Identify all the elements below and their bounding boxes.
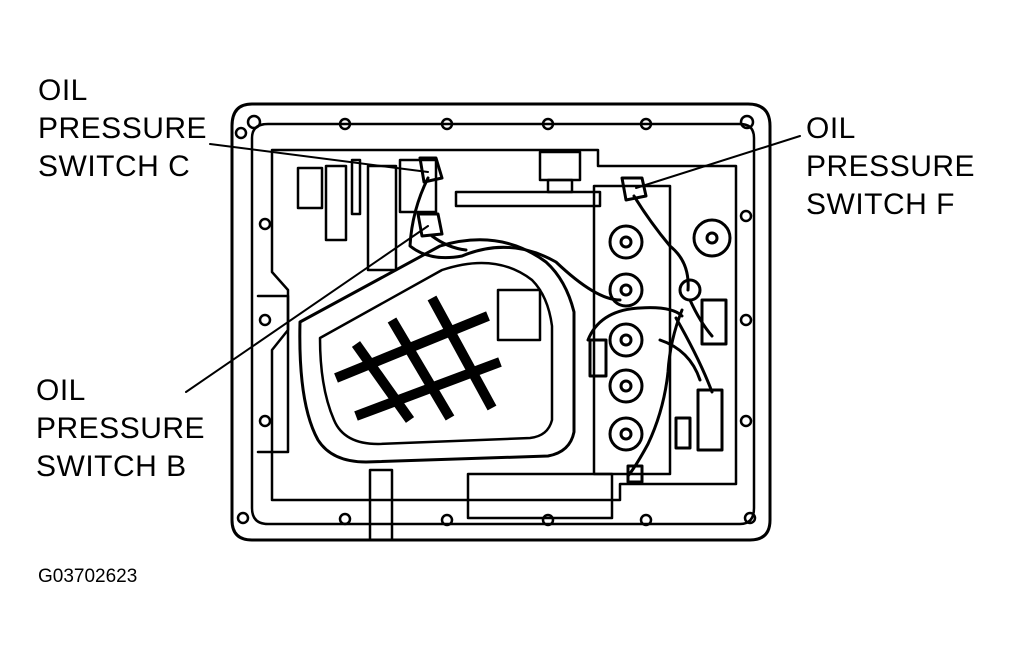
label-oil-pressure-switch-c: OIL PRESSURE SWITCH C (38, 72, 207, 186)
left-channel (256, 294, 290, 454)
oil-pressure-switch-f (620, 176, 648, 202)
bolt-hole (639, 513, 653, 527)
bolt-hole (541, 117, 555, 131)
label-b-line-1: OIL (36, 374, 86, 407)
label-f-line-2: PRESSURE (806, 150, 976, 183)
bolt-hole (440, 513, 454, 527)
oil-strainer-inner (318, 261, 554, 446)
label-b-line-3: SWITCH B (36, 450, 187, 483)
harness-connectors (588, 298, 728, 484)
oil-pressure-switches (416, 156, 648, 238)
solenoid-valve (608, 368, 644, 404)
solenoid-valve (678, 278, 702, 302)
wiring-harness (408, 176, 714, 478)
lower-cover (466, 472, 614, 520)
upper-valve-spools (296, 150, 602, 272)
valve-body-plate (270, 148, 738, 502)
bolt-hole (739, 209, 753, 223)
leader-line-switch-b (185, 225, 429, 393)
leader-line-switch-c (209, 143, 429, 173)
leader-line-switch-f (635, 135, 801, 189)
label-oil-pressure-switch-f: OIL PRESSURE SWITCH F (806, 110, 975, 224)
bolt-hole (338, 117, 352, 131)
bolt-hole (338, 512, 352, 526)
bolt-hole (739, 114, 755, 130)
solenoid-valves (608, 218, 732, 452)
oil-pan-outer-flange (230, 102, 772, 542)
oil-pan-inner-wall (250, 122, 756, 526)
oil-pressure-switch-b (416, 212, 444, 238)
label-c-line-3: SWITCH C (38, 150, 191, 183)
bolt-hole (258, 217, 272, 231)
oil-pressure-switch-c (418, 156, 444, 184)
lower-pipe (368, 468, 394, 542)
label-oil-pressure-switch-b: OIL PRESSURE SWITCH B (36, 372, 205, 486)
solenoid-valve (692, 218, 732, 258)
bolt-hole (258, 414, 272, 428)
bolt-hole (739, 414, 753, 428)
bolt-hole (639, 117, 653, 131)
label-c-line-2: PRESSURE (38, 112, 208, 145)
oil-strainer-lattice (334, 295, 502, 423)
solenoid-valve (608, 272, 644, 308)
figure-code: G03702623 (38, 566, 138, 587)
bolt-hole (246, 114, 262, 130)
bolt-hole (739, 313, 753, 327)
bolt-hole (236, 511, 250, 525)
label-b-line-2: PRESSURE (36, 412, 206, 445)
solenoid-valve (608, 416, 644, 452)
bolt-hole (440, 117, 454, 131)
leader-lines (185, 135, 801, 393)
bolt-hole (258, 313, 272, 327)
label-f-line-3: SWITCH F (806, 188, 955, 221)
solenoid-valve (608, 322, 644, 358)
solenoid-block (592, 184, 672, 476)
strainer-outlet (496, 288, 542, 342)
bolt-hole (743, 511, 757, 525)
bolt-hole (541, 513, 555, 527)
solenoid-valve (608, 224, 644, 260)
bolt-holes (234, 114, 757, 527)
bolt-hole (234, 126, 248, 140)
label-c-line-1: OIL (38, 74, 88, 107)
label-f-line-1: OIL (806, 112, 856, 145)
